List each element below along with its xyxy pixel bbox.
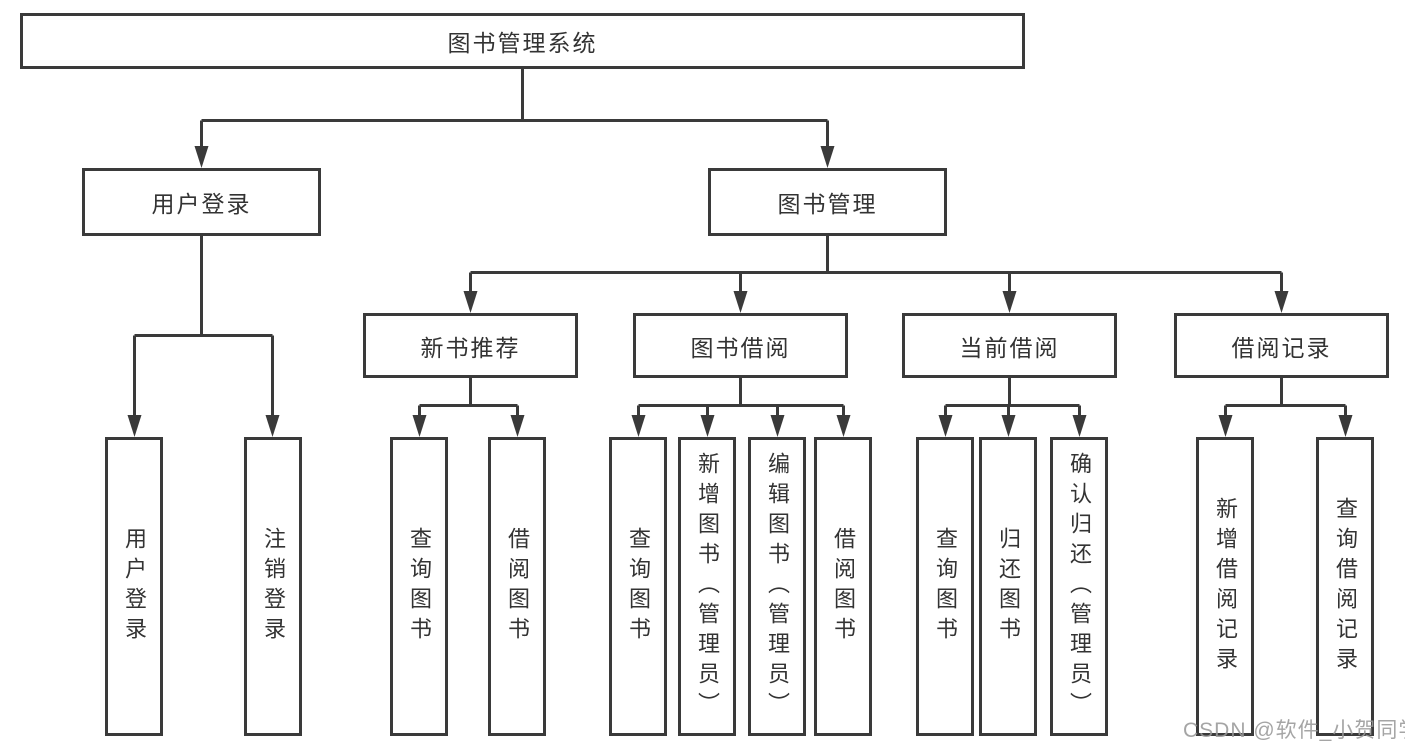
watermark: CSDN @软件_小贺同学 [1183, 719, 1405, 742]
node-user-login: 用户登录 [82, 168, 321, 236]
node-current-borrowing: 当前借阅 [902, 313, 1117, 378]
node-label: 归还图书 [996, 526, 1021, 647]
node-book-management: 图书管理 [708, 168, 947, 236]
node-label: 注销登录 [261, 526, 286, 647]
node-edit-book-admin: 编辑图书（管理员） [748, 437, 806, 736]
node-query-book-borrowing: 查询图书 [609, 437, 667, 736]
node-borrow-book-recommend: 借阅图书 [488, 437, 546, 736]
node-query-book-recommend: 查询图书 [390, 437, 448, 736]
node-query-borrow-record: 查询借阅记录 [1316, 437, 1374, 736]
node-library-management-system: 图书管理系统 [20, 13, 1025, 69]
node-user-login-leaf: 用户登录 [105, 437, 163, 736]
node-add-book-admin: 新增图书（管理员） [678, 437, 736, 736]
node-book-borrowing: 图书借阅 [633, 313, 848, 378]
node-new-book-recommend: 新书推荐 [363, 313, 578, 378]
node-confirm-return-admin: 确认归还（管理员） [1050, 437, 1108, 736]
node-label: 借阅图书 [831, 526, 856, 647]
node-add-borrow-record: 新增借阅记录 [1196, 437, 1254, 736]
node-label: 查询图书 [407, 526, 432, 647]
node-borrowing-records: 借阅记录 [1174, 313, 1389, 378]
node-label: 新增借阅记录 [1213, 496, 1238, 677]
node-label: 新增图书（管理员） [695, 451, 720, 722]
node-label: 查询借阅记录 [1333, 496, 1358, 677]
node-label: 确认归还（管理员） [1067, 451, 1092, 722]
node-label: 查询图书 [626, 526, 651, 647]
node-label: 借阅图书 [505, 526, 530, 647]
node-return-book: 归还图书 [979, 437, 1037, 736]
node-logout: 注销登录 [244, 437, 302, 736]
node-label: 查询图书 [933, 526, 958, 647]
node-label: 编辑图书（管理员） [765, 451, 790, 722]
node-label: 用户登录 [122, 526, 147, 647]
arrowheads [127, 146, 1353, 437]
node-borrow-book: 借阅图书 [814, 437, 872, 736]
node-query-book-current: 查询图书 [916, 437, 974, 736]
